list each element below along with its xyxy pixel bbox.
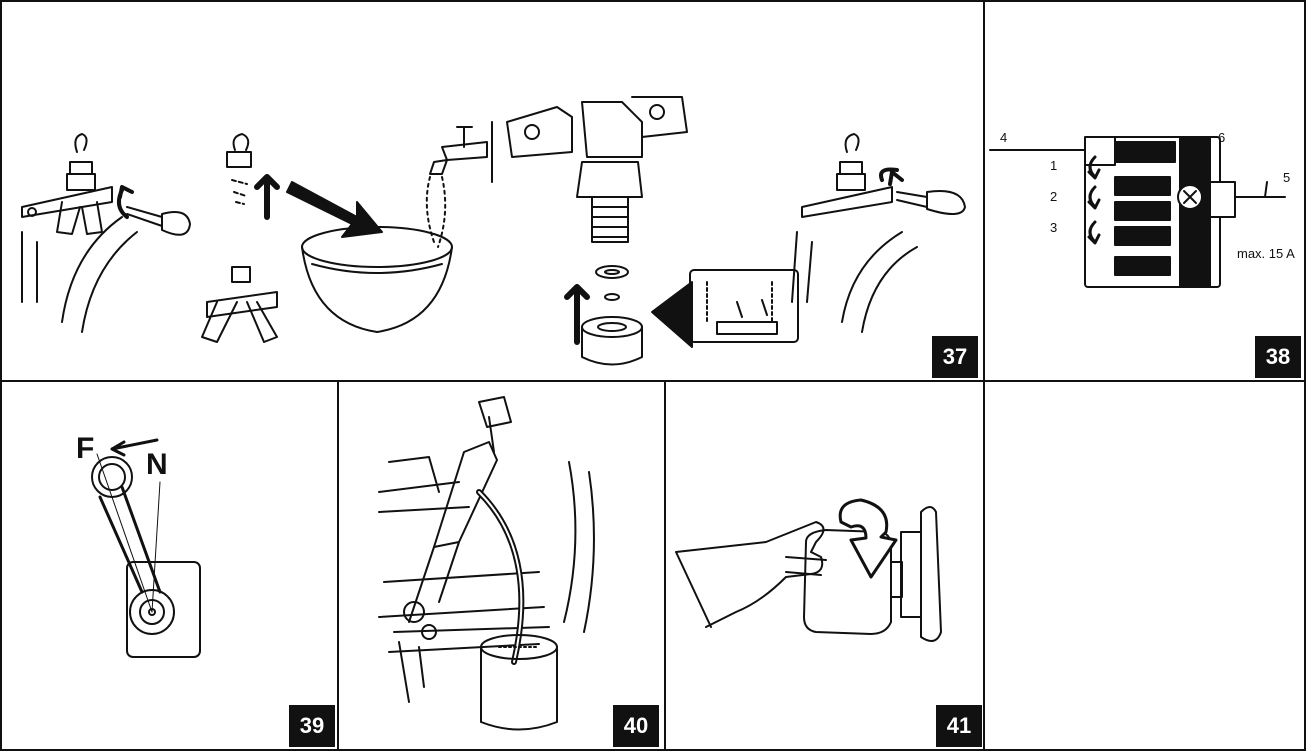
callout-4: 4 bbox=[1000, 130, 1007, 145]
figure-37: 37 bbox=[2, 2, 983, 380]
callout-3: 3 bbox=[1050, 220, 1057, 235]
figure-40: 40 bbox=[339, 382, 664, 749]
figure-41: 41 bbox=[666, 382, 983, 749]
figure-number-badge: 40 bbox=[613, 705, 659, 747]
figure-number-badge: 37 bbox=[932, 336, 978, 378]
figure-39: F N 39 bbox=[2, 382, 337, 749]
callout-2: 2 bbox=[1050, 189, 1057, 204]
figure-39-illustration bbox=[2, 382, 337, 749]
callout-5: 5 bbox=[1283, 170, 1290, 185]
figure-number-badge: 41 bbox=[936, 705, 982, 747]
label-n: N bbox=[146, 448, 168, 482]
figure-number-badge: 39 bbox=[289, 705, 335, 747]
figure-37-illustration bbox=[2, 2, 983, 380]
figure-number: 40 bbox=[624, 713, 648, 739]
figure-number: 41 bbox=[947, 713, 971, 739]
figure-38-illustration bbox=[985, 2, 1304, 380]
callout-6: 6 bbox=[1218, 130, 1225, 145]
figure-number: 37 bbox=[943, 344, 967, 370]
figure-41-illustration bbox=[666, 382, 983, 749]
label-f: F bbox=[76, 432, 94, 466]
callout-1: 1 bbox=[1050, 158, 1057, 173]
figure-40-illustration bbox=[339, 382, 664, 749]
figure-38: 4 6 1 2 3 5 max. 15 A 38 bbox=[985, 2, 1304, 380]
current-rating-note: max. 15 A bbox=[1237, 246, 1295, 261]
figure-number: 39 bbox=[300, 713, 324, 739]
divider-41-blank bbox=[983, 380, 985, 751]
figure-number: 38 bbox=[1266, 344, 1290, 370]
figure-number-badge: 38 bbox=[1255, 336, 1301, 378]
